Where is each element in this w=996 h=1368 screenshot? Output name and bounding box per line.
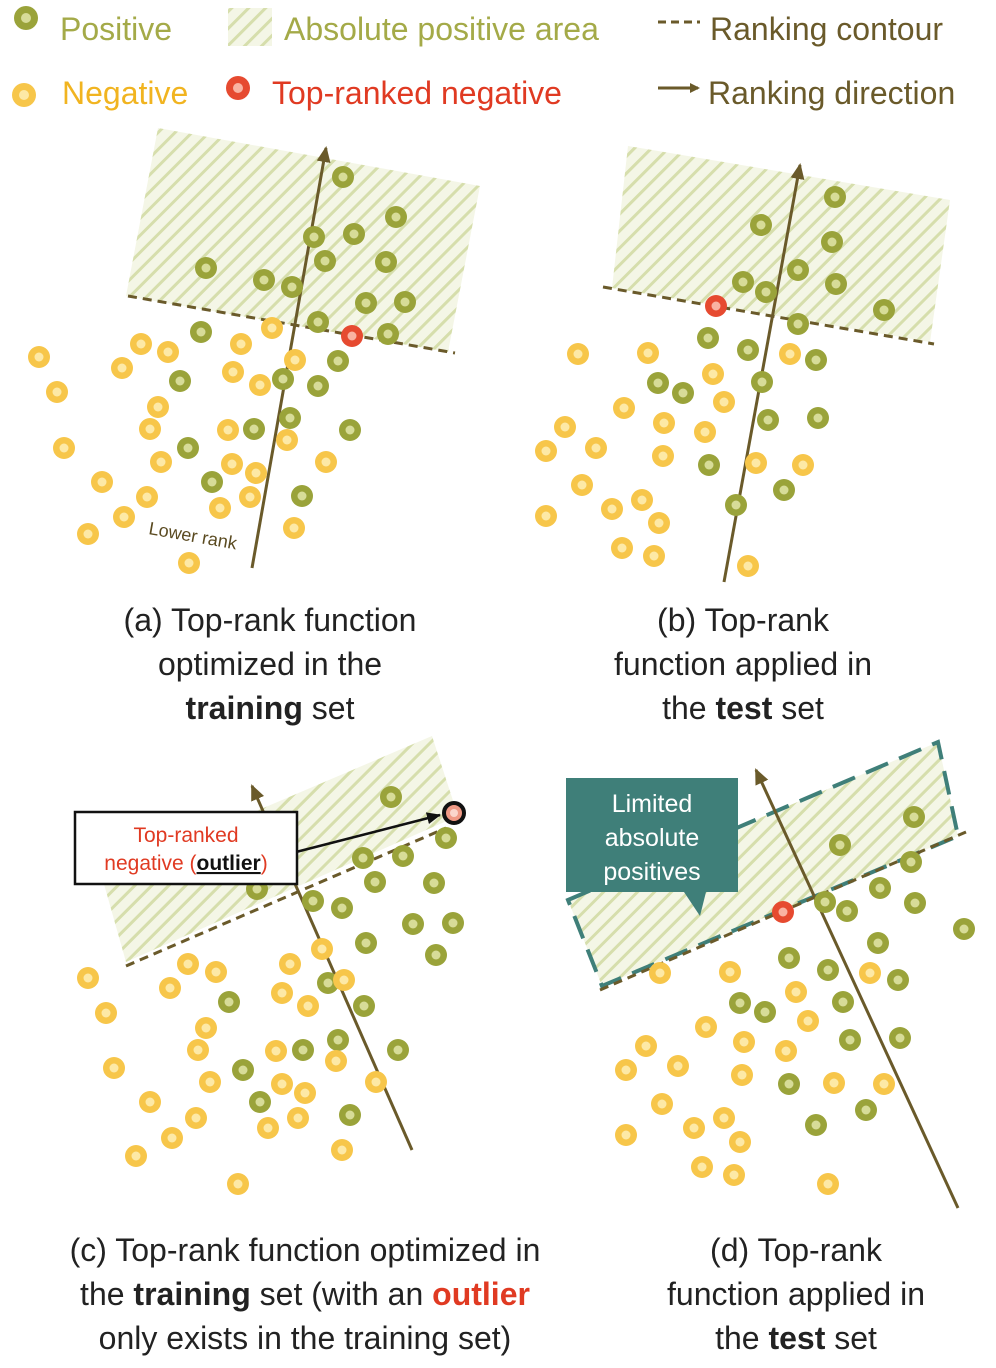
legend-negative-label: Negative (62, 75, 188, 111)
legend-positive: Positive (14, 6, 172, 47)
panel-d-callout-line1: Limited (612, 790, 693, 818)
legend-area: Absolute positive area (228, 8, 599, 47)
panel-c-ranking-contour (125, 826, 447, 968)
panel-c-caption: (c) Top-rank function optimized in the t… (69, 1232, 541, 1356)
panel-d-callout-line3: positives (603, 858, 700, 886)
panel-a-lower-rank-label: Lower rank (147, 518, 239, 553)
panel-b-ranking-contour (602, 285, 935, 346)
panel-d: Limited absolute positives (565, 739, 975, 1209)
panel-c-negatives (77, 938, 387, 1195)
panel-c: Top-ranked negative (outlier) (73, 736, 466, 1195)
panel-d-positive-area (568, 742, 958, 986)
panel-d-top-negative (772, 901, 794, 923)
panel-d-negatives (615, 961, 895, 1195)
panel-d-callout-bubble (566, 778, 738, 916)
panel-b-negatives (535, 342, 814, 577)
panel-c-callout-pointer (295, 812, 441, 854)
legend-top-negative: Top-ranked negative (226, 75, 562, 111)
legend-top-negative-label: Top-ranked negative (272, 75, 562, 111)
panel-b-caption: (b) Top-rank function applied in the tes… (614, 602, 872, 726)
legend-negative: Negative (12, 75, 188, 111)
legend-contour-label: Ranking contour (710, 11, 943, 47)
legend-area-label: Absolute positive area (284, 11, 599, 47)
hatch-swatch-icon (228, 8, 272, 46)
panel-d-callout-line2: absolute (605, 824, 700, 852)
panel-d-ranking-arrow (754, 768, 960, 1209)
panel-a: Lower rank (28, 128, 480, 574)
panel-c-callout-box (73, 810, 299, 886)
panel-a-positive-area (126, 128, 480, 352)
legend-positive-label: Positive (60, 11, 172, 47)
panel-a-top-negative (341, 325, 363, 347)
legend-direction-label: Ranking direction (708, 75, 955, 111)
panel-b-top-negative (705, 295, 727, 317)
panel-c-callout-line1: Top-ranked (133, 824, 238, 847)
panel-a-negatives (28, 317, 337, 574)
panel-b-positives (647, 186, 895, 516)
panel-a-caption: (a) Top-rank function optimized in the t… (123, 602, 417, 726)
panel-d-positives (729, 806, 975, 1136)
panel-b (535, 146, 950, 583)
legend-direction: Ranking direction (658, 75, 955, 111)
legend-contour: Ranking contour (658, 11, 943, 47)
panel-a-ranking-contour (127, 294, 456, 355)
panel-d-limited-area-border (565, 739, 961, 989)
panel-b-positive-area (612, 146, 950, 342)
panel-a-positives (169, 166, 416, 507)
legend: Positive Absolute positive area Ranking … (12, 6, 955, 111)
panel-c-callout-line2: negative (outlier) (104, 852, 267, 875)
panel-d-caption: (d) Top-rank function applied in the tes… (667, 1232, 925, 1356)
panel-c-outlier (442, 801, 466, 825)
